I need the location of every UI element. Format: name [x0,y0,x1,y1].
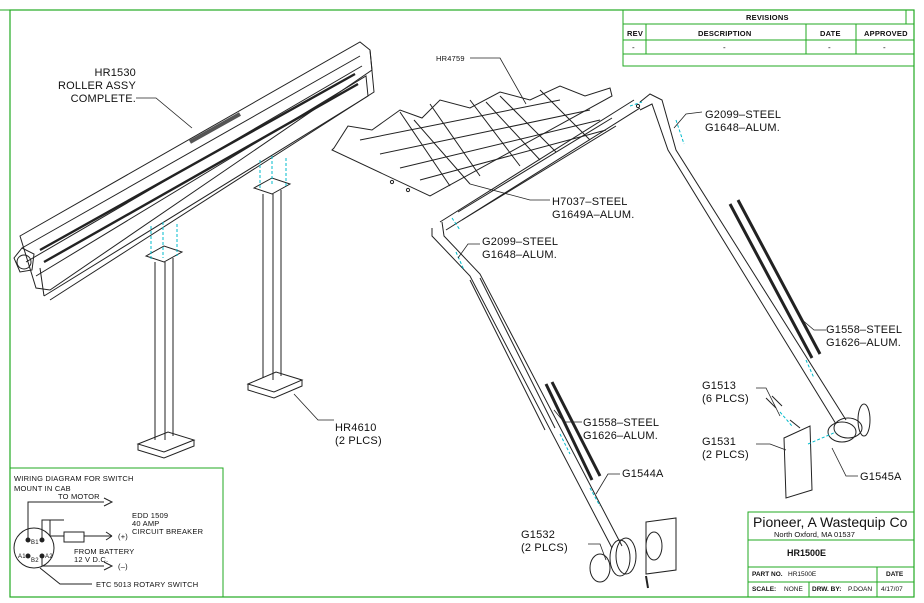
revisions-cell-approved: - [883,43,886,52]
wiring-breaker-amp: 40 AMP [132,519,160,528]
callout-pivot-plate-qty: (2 PLCS) [521,542,568,554]
callout-tarp: HR4759 [436,54,465,63]
title-block-part-no-label: PART NO. [752,571,783,578]
revisions-cell-rev: - [632,43,635,52]
wiring-diagram-frame [9,467,224,598]
title-block-grid [747,511,915,598]
wiring-terminal-a1: A1 [18,554,26,560]
title-block-part-no: HR1500E [788,571,817,578]
callout-arm-lower-right-alum: G1626–ALUM. [826,337,901,349]
wiring-terminal-b1: B1 [31,540,39,546]
revisions-header-rev: REV [627,29,644,38]
callout-leaders [136,57,858,561]
wiring-battery: FROM BATTERY [74,547,135,556]
revisions-cell-description: - [723,43,726,52]
stand-centerlines [150,156,287,260]
revisions-cell-date: - [828,43,831,52]
revisions-header-description: DESCRIPTION [698,29,752,38]
arm-centerlines [451,101,837,507]
wiring-breaker-desc: CIRCUIT BREAKER [132,527,204,536]
wiring-minus: (–) [118,562,128,571]
callout-arm-top-left-alum: G1648–ALUM. [482,249,557,261]
callout-arm-lower-left-alum: G1626–ALUM. [583,430,658,442]
callout-bracket-screw-part: G1513 [702,380,737,392]
callout-bracket-screw-qty: (6 PLCS) [702,393,749,405]
callout-roller-assy-desc: ROLLER ASSY [57,80,136,92]
title-block-drawing-no: HR1500E [787,548,827,558]
tarp-drawing [331,85,641,197]
callout-roller-assy-desc2: COMPLETE. [70,93,136,105]
callout-bracket-plate-part: G1531 [702,436,737,448]
wiring-voltage: 12 V D.C. [74,555,109,564]
title-block-scale-label: SCALE: [752,586,777,593]
wiring-plus: (+) [118,532,128,541]
callout-roller-assy-part: HR1530 [94,67,136,79]
callout-pivot-plate-part: G1532 [521,529,556,541]
wiring-schematic [13,497,114,585]
wiring-breaker-part: EDD 1509 [132,511,169,520]
callout-crossbar-steel: H7037–STEEL [552,196,628,208]
callout-arm-top-left-steel: G2099–STEEL [482,236,559,248]
callout-arm-lower-left-steel: G1558–STEEL [583,417,660,429]
callout-stand-qty: (2 PLCS) [335,435,382,447]
sheet-border [9,9,915,598]
callout-bracket-plate-qty: (2 PLCS) [702,449,749,461]
callout-crossbar-alum: G1649A–ALUM. [552,209,635,221]
title-block-date: 4/17/07 [881,586,903,593]
roller-assembly-drawing [13,41,375,301]
wiring-title-line2: MOUNT IN CAB [14,484,71,493]
arm-drawing [431,93,871,589]
revisions-header-date: DATE [820,29,841,38]
callout-spring-right: G1545A [860,471,902,483]
revisions-title: REVISIONS [746,13,789,22]
title-block-drawn-label: DRW. BY: [812,586,842,593]
revisions-header-approved: APPROVED [864,29,908,38]
callout-arm-top-right-alum: G1648–ALUM. [705,122,780,134]
callout-stand-part: HR4610 [335,422,377,434]
stand-drawing [136,177,304,459]
callout-spring-left: G1544A [622,468,664,480]
title-block-address: North Oxford, MA 01537 [774,530,855,539]
title-block-drawn-by: P.DOAN [848,586,873,593]
wiring-to-motor: TO MOTOR [58,492,100,501]
title-block-scale: NONE [784,586,803,593]
revisions-grid [622,9,915,67]
callout-arm-top-right-steel: G2099–STEEL [705,109,782,121]
callout-arm-lower-right-steel: G1558–STEEL [826,324,903,336]
wiring-switch: ETC 5013 ROTARY SWITCH [96,580,199,589]
title-block-company: Pioneer, A Wastequip Co [753,514,908,530]
wiring-title-line1: WIRING DIAGRAM FOR SWITCH [14,474,134,483]
title-block-date-label: DATE [886,571,904,578]
wiring-terminal-b2: B2 [31,558,39,564]
wiring-terminal-a2: A2 [45,554,53,560]
